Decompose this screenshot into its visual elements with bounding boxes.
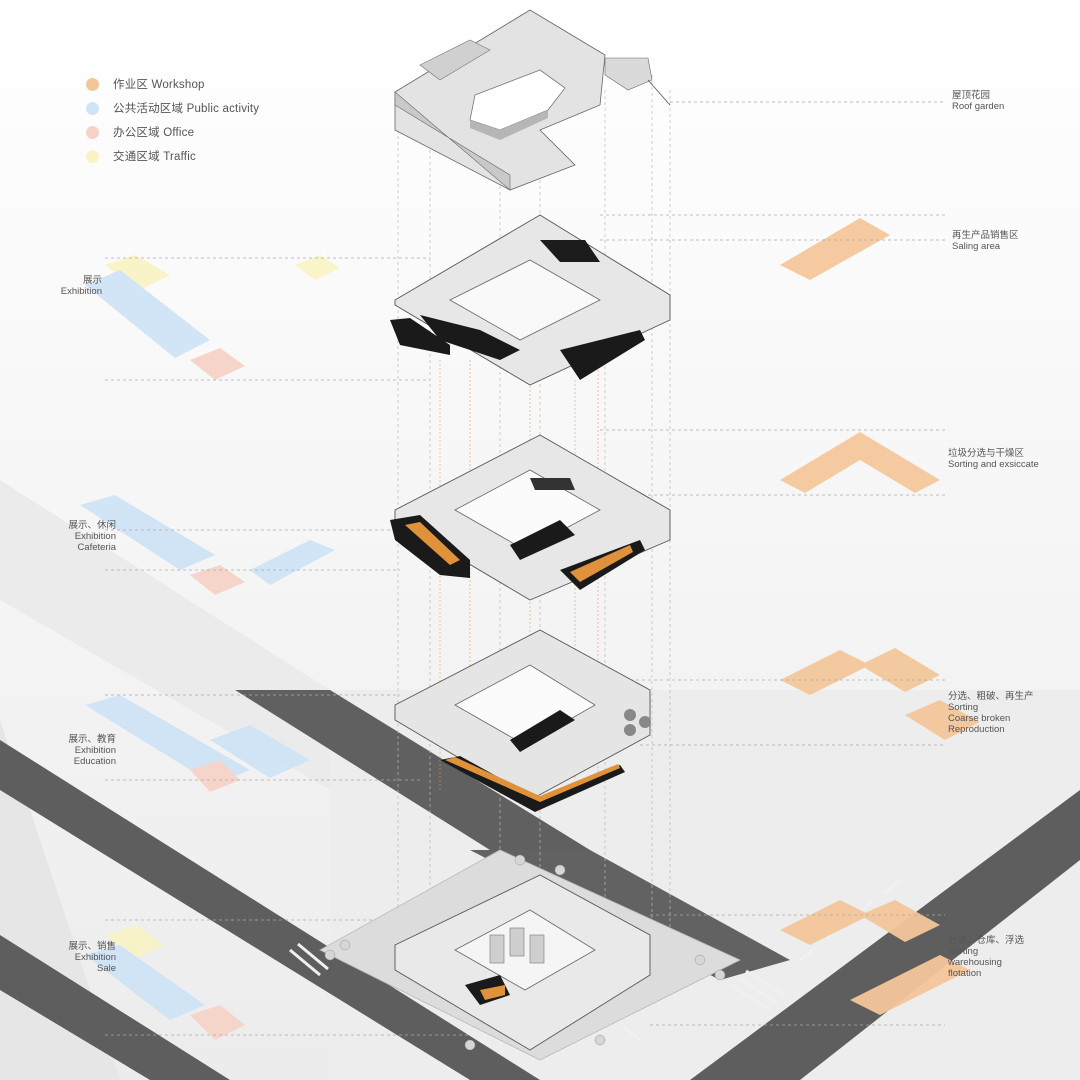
label-line: 展示、销售 [68, 941, 116, 952]
label-line: Sorting [948, 946, 979, 957]
legend-item-office: 办公区域 Office [86, 120, 259, 144]
legend-label: 交通区域 Traffic [113, 151, 196, 163]
label-line: 展示、休闲 [68, 520, 116, 531]
label-line: Saling area [952, 241, 1001, 252]
legend-label: 公共活动区域 Public activity [113, 103, 260, 115]
road-lower-left [0, 935, 230, 1080]
floor3-plate [390, 434, 671, 601]
label-sorting-reproduction: 分选、粗破、再生产 Sorting Coarse broken Reproduc… [948, 691, 1034, 735]
label-line: Cafeteria [77, 542, 116, 553]
public-swatch [86, 101, 99, 115]
label-exhibition-4: 展示 Exhibition [30, 275, 102, 297]
label-line: warehousing [948, 957, 1002, 968]
legend-item-traffic: 交通区域 Traffic [86, 144, 259, 168]
workshop-swatch [86, 77, 99, 91]
floor1-plate [319, 849, 741, 1061]
label-line: Sorting [948, 702, 979, 713]
road-top-band [235, 690, 590, 850]
label-sorting-flotation: 分选、仓库、浮选 Sorting warehousing flotation [948, 935, 1024, 979]
legend-label: 作业区 Workshop [113, 79, 205, 91]
floor2-plate [394, 629, 651, 812]
label-line: Sale [96, 963, 116, 974]
label-line: 展示 [82, 275, 102, 286]
label-line: Roof garden [952, 101, 1005, 112]
label-line: 再生产品销售区 [952, 230, 1019, 241]
zone-blocks-right [780, 218, 980, 1015]
road-upper-left [0, 740, 540, 1080]
label-line: flotation [948, 968, 982, 979]
label-line: 分选、粗破、再生产 [948, 691, 1034, 702]
label-line: 展示、教育 [68, 734, 116, 745]
label-exhibition-sale: 展示、销售 Exhibition Sale [30, 941, 116, 974]
label-line: Reproduction [948, 724, 1005, 735]
traffic-swatch [86, 149, 99, 163]
legend-item-public: 公共活动区域 Public activity [86, 96, 259, 120]
floor4-plate [390, 214, 671, 386]
label-line: Exhibition [74, 952, 116, 963]
legend-label: 办公区域 Office [113, 127, 195, 139]
label-line: Sorting and exsiccate [948, 459, 1039, 470]
label-line: Exhibition [74, 745, 116, 756]
label-line: Exhibition [60, 286, 102, 297]
label-exhibition-education: 展示、教育 Exhibition Education [30, 734, 116, 767]
label-saling-area: 再生产品销售区 Saling area [952, 230, 1019, 252]
road-right [690, 790, 1080, 1080]
office-swatch [86, 125, 99, 139]
label-line: 垃圾分选与干燥区 [948, 448, 1025, 459]
label-roof-garden: 屋顶花园 Roof garden [952, 90, 1004, 112]
label-line: 屋顶花园 [952, 90, 991, 101]
roof-floor-plate [394, 9, 671, 191]
zone-blocks-left [80, 255, 340, 1040]
legend: 作业区 Workshop 公共活动区域 Public activity 办公区域… [86, 72, 259, 168]
label-line: Coarse broken [948, 713, 1011, 724]
label-exhibition-cafeteria: 展示、休闲 Exhibition Cafeteria [30, 520, 116, 553]
label-sorting-exsiccate: 垃圾分选与干燥区 Sorting and exsiccate [948, 448, 1039, 470]
legend-item-workshop: 作业区 Workshop [86, 72, 259, 96]
leader-lines [105, 101, 945, 1036]
label-line: 分选、仓库、浮选 [948, 935, 1025, 946]
label-line: Education [73, 756, 116, 767]
label-line: Exhibition [74, 531, 116, 542]
